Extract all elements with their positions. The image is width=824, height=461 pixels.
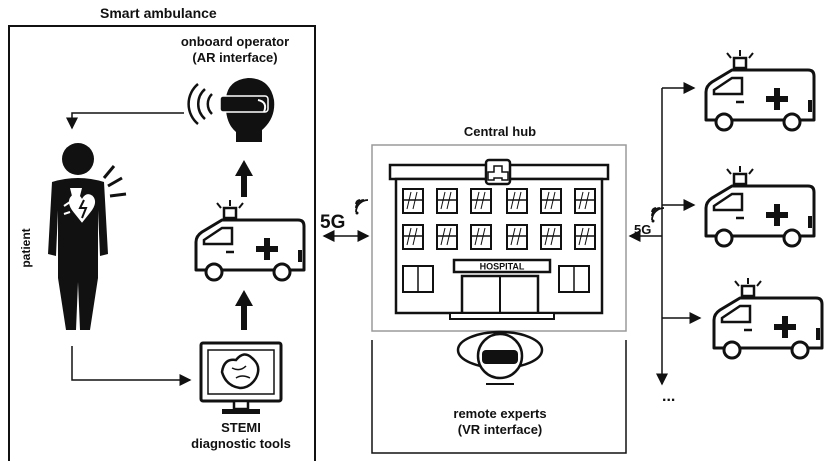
remote-experts-frame: [371, 340, 627, 454]
operator-label: onboard operator (AR interface): [160, 34, 310, 66]
ambulance-icon: [704, 48, 816, 132]
stemi-label-line2: diagnostic tools: [191, 436, 291, 451]
vr-headset-icon: [456, 330, 544, 385]
experts-label-line2: (VR interface): [457, 422, 543, 437]
remote-experts-label: remote experts (VR interface): [420, 406, 580, 438]
ecg-monitor-icon: [199, 341, 283, 414]
arrow-patient-to-tools: [71, 346, 192, 386]
arrow-ambulance-to-operator: [235, 160, 253, 197]
ambulance-icon: [704, 164, 816, 248]
operator-label-line1: onboard operator: [180, 34, 290, 49]
ambulance-icon: [194, 198, 306, 282]
stemi-tools-label: STEMI diagnostic tools: [176, 420, 306, 452]
experts-label-line1: remote experts: [453, 406, 547, 421]
arrow-operator-to-patient: [66, 112, 184, 130]
smart-ambulance-title: Smart ambulance: [100, 5, 217, 21]
patient-label: patient: [19, 228, 33, 267]
5g-label-ambulance: 5G: [320, 212, 346, 233]
stemi-label-line1: STEMI: [221, 420, 261, 435]
5g-label-fleet: 5G: [634, 222, 652, 237]
arrow-tools-to-ambulance: [235, 290, 253, 330]
hospital-sign: HOSPITAL: [480, 262, 525, 272]
smart-ambulance-frame: [8, 25, 316, 461]
hospital-icon: HOSPITAL: [388, 158, 610, 320]
wireless-signal-icon: [354, 199, 369, 216]
heart-attack-patient-icon: [48, 143, 127, 330]
more-ambulances: ...: [662, 388, 676, 405]
ar-headset-operator-icon: [187, 78, 275, 142]
ambulance-icon: [712, 276, 824, 360]
operator-label-line2: (AR interface): [192, 50, 278, 65]
central-hub-title: Central hub: [463, 124, 537, 139]
